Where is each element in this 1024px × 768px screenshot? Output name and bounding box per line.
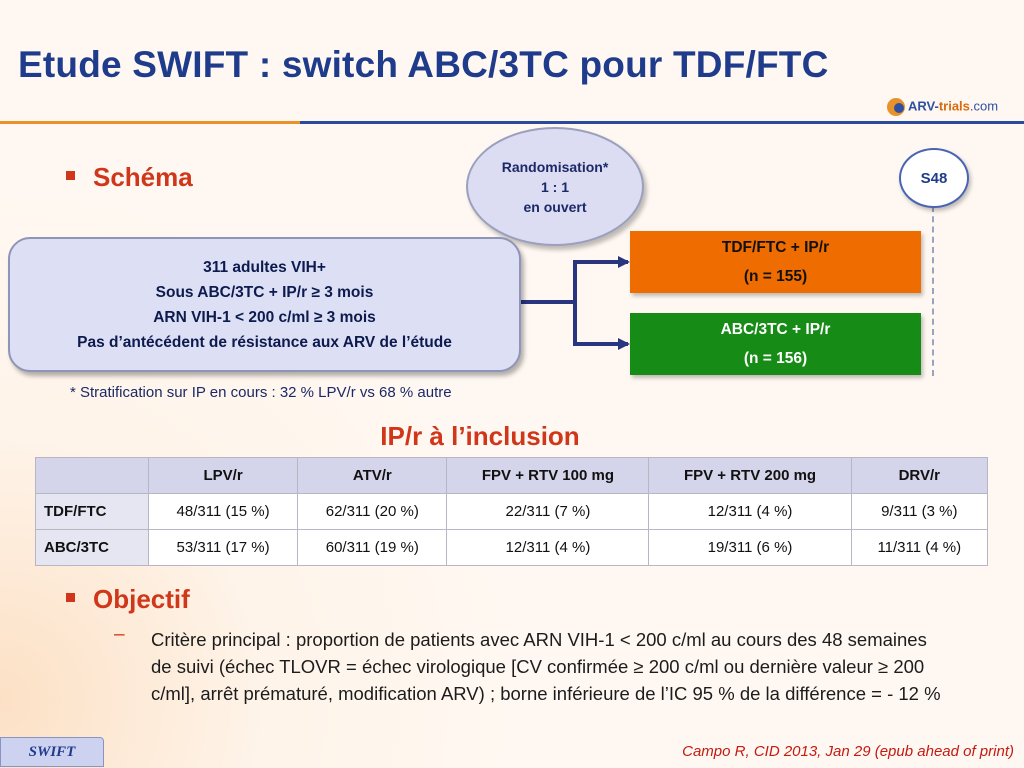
stratification-note: * Stratification sur IP en cours : 32 % … xyxy=(70,384,452,401)
table-header-cell: DRV/r xyxy=(850,457,989,494)
table-cell: 62/311 (20 %) xyxy=(297,493,448,530)
ipr-inclusion-table: LPV/r ATV/r FPV + RTV 100 mg FPV + RTV 2… xyxy=(35,457,989,566)
section-schema: Schéma xyxy=(66,162,193,193)
table-title: IP/r à l’inclusion xyxy=(380,421,580,451)
table-row-header: TDF/FTC xyxy=(35,493,149,530)
connector-arm2 xyxy=(573,302,628,346)
randomisation-line3: en ouvert xyxy=(523,198,587,215)
week48-marker: S48 xyxy=(899,148,969,208)
arm-tdf-ftc-label: TDF/FTC + IP/r xyxy=(721,239,830,256)
randomisation-ellipse: Randomisation* 1 : 1 en ouvert xyxy=(466,127,644,246)
population-line2: Sous ABC/3TC + IP/r ≥ 3 mois xyxy=(155,283,374,301)
logo-part3: .com xyxy=(969,98,999,114)
table-header-row: LPV/r ATV/r FPV + RTV 100 mg FPV + RTV 2… xyxy=(35,457,989,494)
arm-abc-3tc-n: (n = 156) xyxy=(743,350,808,367)
table-header-cell: FPV + RTV 100 mg xyxy=(446,457,650,494)
table-row-header: ABC/3TC xyxy=(35,529,149,566)
arrow-head-arm1 xyxy=(618,256,630,268)
table-header-cell: ATV/r xyxy=(297,457,448,494)
page-title: Etude SWIFT : switch ABC/3TC pour TDF/FT… xyxy=(18,44,829,85)
arm-tdf-ftc-n: (n = 155) xyxy=(743,268,808,285)
table-row: ABC/3TC 53/311 (17 %) 60/311 (19 %) 12/3… xyxy=(35,529,989,566)
table-cell: 12/311 (4 %) xyxy=(648,493,852,530)
logo-part2: trials xyxy=(938,98,970,114)
week48-dashed-line xyxy=(932,206,934,376)
population-box: 311 adultes VIH+ Sous ABC/3TC + IP/r ≥ 3… xyxy=(8,237,521,372)
table-header-cell: LPV/r xyxy=(147,457,299,494)
table-cell: 53/311 (17 %) xyxy=(147,529,299,566)
population-line3: ARN VIH-1 < 200 c/ml ≥ 3 mois xyxy=(153,308,376,326)
table-cell: 19/311 (6 %) xyxy=(648,529,852,566)
section-objectif-label: Objectif xyxy=(93,584,190,614)
connector-arm1 xyxy=(573,260,628,302)
title-rule-blue xyxy=(300,121,1024,124)
population-line1: 311 adultes VIH+ xyxy=(203,258,326,276)
footer-tag: SWIFT xyxy=(0,737,104,767)
section-schema-label: Schéma xyxy=(93,162,193,192)
logo-icon xyxy=(887,98,905,116)
bullet-square-icon xyxy=(66,592,75,602)
arv-trials-logo: ARV-trials.com xyxy=(887,98,998,116)
table-header-cell xyxy=(35,457,149,494)
table-header-cell: FPV + RTV 200 mg xyxy=(648,457,852,494)
table-cell: 48/311 (15 %) xyxy=(147,493,299,530)
population-line4: Pas d’antécédent de résistance aux ARV d… xyxy=(77,333,452,351)
logo-part1: ARV- xyxy=(908,98,939,114)
table-cell: 11/311 (4 %) xyxy=(850,529,989,566)
bullet-square-icon xyxy=(66,170,75,180)
table-row: TDF/FTC 48/311 (15 %) 62/311 (20 %) 22/3… xyxy=(35,493,989,530)
randomisation-line2: 1 : 1 xyxy=(540,178,569,195)
objectif-text: Critère principal : proportion de patien… xyxy=(151,629,941,704)
objectif-dash: – xyxy=(114,624,125,645)
randomisation-line1: Randomisation* xyxy=(501,158,609,175)
arm-tdf-ftc: TDF/FTC + IP/r (n = 155) xyxy=(630,231,921,293)
table-cell: 9/311 (3 %) xyxy=(850,493,989,530)
arrow-head-arm2 xyxy=(618,338,630,350)
section-objectif: Objectif xyxy=(66,584,190,615)
table-cell: 60/311 (19 %) xyxy=(297,529,448,566)
arm-abc-3tc-label: ABC/3TC + IP/r xyxy=(720,321,831,338)
table-cell: 12/311 (4 %) xyxy=(446,529,650,566)
citation: Campo R, CID 2013, Jan 29 (epub ahead of… xyxy=(682,743,1014,760)
arm-abc-3tc: ABC/3TC + IP/r (n = 156) xyxy=(630,313,921,375)
table-cell: 22/311 (7 %) xyxy=(446,493,650,530)
